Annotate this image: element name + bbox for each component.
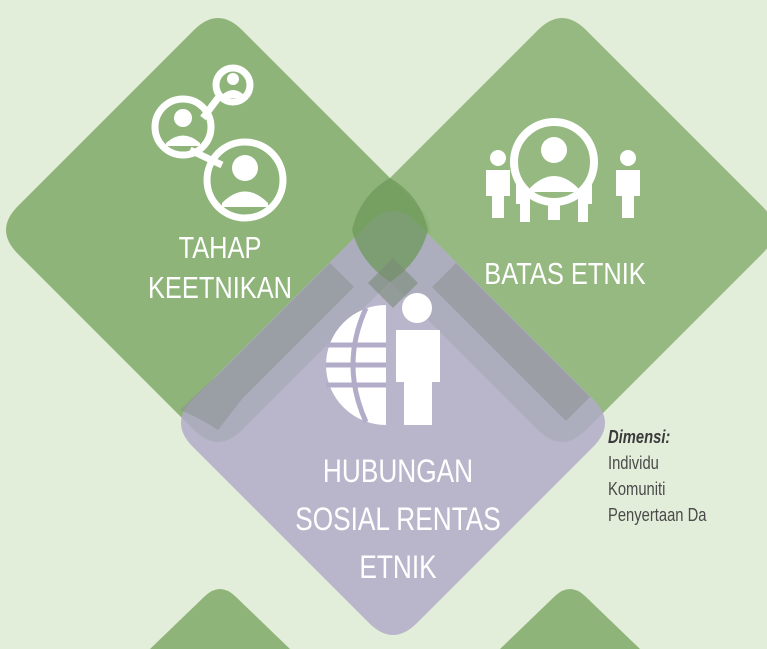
overlap-green: [352, 178, 428, 282]
legend-item: Individu: [608, 453, 659, 473]
connected-people-icon-figures: [166, 73, 268, 207]
people-magnifier-icon: [486, 118, 640, 222]
overlap-right: [432, 263, 590, 421]
legend-item: Komuniti: [608, 479, 666, 499]
label-batas-etnik: BATAS ETNIK: [454, 254, 675, 294]
label-line: SOSIAL RENTAS: [295, 501, 501, 537]
overlap-center: [368, 258, 418, 308]
label-line: ETNIK: [359, 549, 437, 585]
bottom-left-diamond: [150, 589, 290, 649]
globe-person-icon: [326, 293, 440, 425]
legend-title: Dimensi:: [608, 427, 671, 447]
label-line: TAHAP: [178, 230, 262, 265]
label-hubungan-sosial: HUBUNGAN SOSIAL RENTAS ETNIK: [275, 447, 521, 591]
bottom-right-diamond: [500, 589, 640, 649]
label-line: HUBUNGAN: [322, 453, 474, 489]
label-line: BATAS ETNIK: [484, 256, 646, 291]
connected-people-icon: [151, 64, 287, 222]
overlap-left-bottom: [180, 375, 242, 430]
label-line: KEETNIKAN: [147, 270, 293, 305]
dimension-legend: Dimensi: Individu Komuniti Penyertaan Da: [608, 424, 706, 528]
legend-item: Penyertaan Da: [608, 505, 707, 525]
label-tahap-keetnikan: TAHAP KEETNIKAN: [113, 228, 326, 308]
overlap-left: [218, 263, 354, 399]
